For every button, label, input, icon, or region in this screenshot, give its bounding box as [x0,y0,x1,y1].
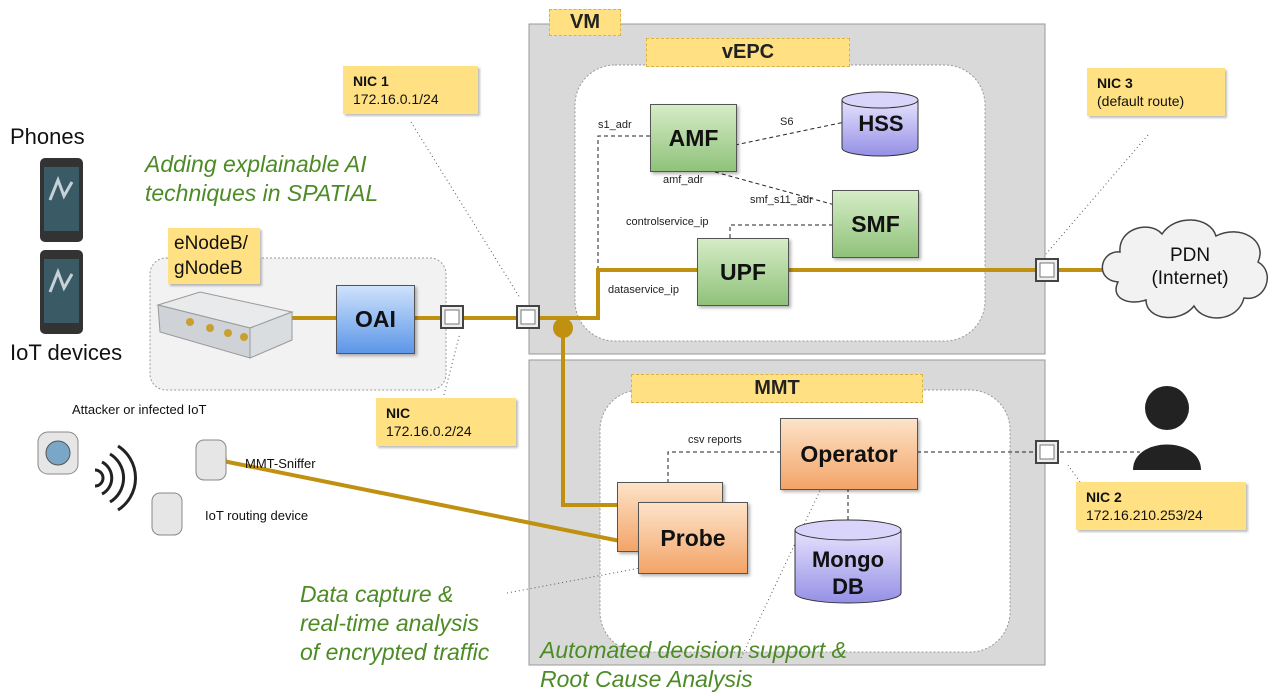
pointer-nic1 [410,121,521,299]
nic3-title: NIC 3 [1097,75,1133,91]
nic3-note: NIC 3 (default route) [1087,68,1225,116]
operator-box[interactable]: Operator [780,418,918,490]
phones-label: Phones [10,124,85,149]
nic-address: 172.16.0.2/24 [386,423,472,439]
capture-annotation: Data capture & real-time analysis of enc… [300,580,489,667]
vm-label: VM [549,9,621,36]
nic2-address: 172.16.210.253/24 [1086,507,1203,523]
nic1-note: NIC 1 172.16.0.1/24 [343,66,478,114]
link-s1 [597,135,650,318]
hss-label: HSS [858,111,904,136]
label-s1-adr: s1_adr [598,119,632,131]
label-smf-s11-adr: smf_s11_adr [750,194,813,206]
mongo-label-line1: Mongo [811,547,885,572]
mongo-label: Mongo DB [795,546,901,600]
capture-line3: of encrypted traffic [300,639,490,665]
user-icon [1133,386,1201,470]
pointer-lines [410,121,1149,659]
oai-box[interactable]: OAI [336,285,415,354]
attacker-iot-icon [37,431,79,475]
tap-point [553,318,573,338]
label-dataservice-ip: dataservice_ip [608,284,679,296]
label-s6: S6 [780,116,794,128]
xai-annotation: Adding explainable AI techniques in SPAT… [145,150,378,208]
radio-device-icon [156,291,294,359]
xai-line2: techniques in SPATIAL [145,180,379,206]
xai-line1: Adding explainable AI [145,151,367,177]
phone-icon-2 [40,250,83,334]
pointer-capture [506,567,641,594]
mongo-db-shape [794,519,902,604]
pdn-label-line2: (Internet) [1151,268,1229,289]
routing-device-icon [151,492,183,536]
capture-line1: Data capture & [300,581,454,607]
smf-box[interactable]: SMF [832,190,919,258]
pointer-nic2 [1067,464,1081,483]
amf-box[interactable]: AMF [650,104,737,172]
routing-device-label: IoT routing device [205,508,309,523]
hss-db-shape [841,91,919,157]
nic2-note: NIC 2 172.16.210.253/24 [1076,482,1246,530]
capture-line2: real-time analysis [300,610,479,636]
upf-box[interactable]: UPF [697,238,789,306]
pdn-label: PDN (Internet) [1130,244,1250,290]
data-path [217,268,1110,545]
mongo-label-line2: DB [832,574,864,599]
probe-box[interactable]: Probe [638,502,748,574]
mmt-label: MMT [631,374,923,403]
vepc-label: vEPC [646,38,850,67]
link-s6 [734,121,846,146]
phone-icon-1 [40,158,83,242]
wireless-waves-icon [94,444,137,512]
nic1-title: NIC 1 [353,73,389,89]
nic-title: NIC [386,405,411,421]
label-controlservice-ip: controlservice_ip [626,216,709,228]
nic2-title: NIC 2 [1086,489,1122,505]
sniffer-label: MMT-Sniffer [245,456,316,471]
pdn-label-line1: PDN [1169,245,1211,266]
sniffer-device-icon [195,439,227,481]
enodeb-label-line2: gNodeB [174,258,243,279]
link-sniffer-probe [217,458,631,545]
decision-line1: Automated decision support & [540,637,847,663]
attacker-label: Attacker or infected IoT [72,402,207,417]
decision-line2: Root Cause Analysis [540,666,753,692]
decision-annotation: Automated decision support & Root Cause … [540,636,847,694]
pointer-decision [740,479,826,659]
pdn-cloud [1101,219,1269,319]
nic-ports [440,258,1059,464]
link-nic1-upf [540,268,697,320]
enodeb-label-line1: eNodeB/ [174,233,248,254]
enodeb-label: eNodeB/ gNodeB [168,228,260,284]
pointer-nic [443,332,461,396]
nic1-address: 172.16.0.1/24 [353,91,439,107]
nic3-address: (default route) [1097,93,1185,109]
link-tap-probe [561,328,617,507]
label-amf-adr: amf_adr [663,174,704,186]
iot-devices-label: IoT devices [10,340,123,365]
link-control [729,224,832,238]
label-csv-reports: csv reports [688,434,742,446]
nic-note: NIC 172.16.0.2/24 [376,398,516,446]
